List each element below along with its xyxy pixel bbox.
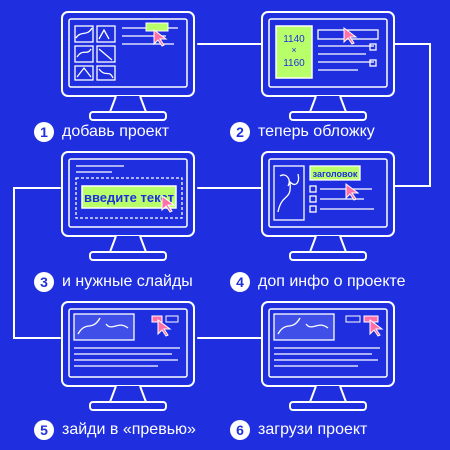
connector-2-4 [391,43,431,187]
step-number-2: 2 [230,122,250,142]
step-label-1: добавь проект [62,123,170,140]
step-4: 4 доп инфо о проекте [230,270,406,294]
cursor-arrow-icon [369,319,384,337]
cursor-arrow-icon [343,27,358,45]
step-2: 2 теперь обложку [230,120,375,144]
cover-height: 1160 [283,58,305,69]
step-label-2: теперь обложку [258,123,375,140]
step-3: 3 и нужные слайды [34,270,193,294]
step-number-3: 3 [34,272,54,292]
monitor-5-icon [61,301,195,411]
step-number-4: 4 [230,272,250,292]
input-placeholder-text: введите текст [84,190,174,205]
cover-size-placeholder [275,25,313,79]
heading-text: заголовок [313,169,358,179]
monitor-2-icon: 1140 × 1160 [261,11,395,121]
heading-highlight [309,165,361,181]
cursor-arrow-icon [157,319,172,337]
step-label-4: доп инфо о проекте [258,273,406,290]
step-number-5: 5 [34,420,54,440]
cover-width: 1140 [283,34,305,45]
step-label-3: и нужные слайды [62,273,193,290]
monitor-1-icon [61,11,195,121]
monitor-6-icon [261,301,395,411]
step-number-6: 6 [230,420,250,440]
step-number-1: 1 [34,122,54,142]
connector-3-5 [13,187,61,339]
step-label-6: загрузи проект [258,421,368,438]
step-label-5: зайди в «превью» [62,421,196,438]
cover-times-sign: × [291,45,296,55]
monitor-3-icon: введите текст [61,151,195,261]
flow-connectors [13,43,431,339]
cursor-arrow-icon [345,183,360,201]
step-1: 1 добавь проект [34,120,169,144]
step-6: 6 загрузи проект [230,418,367,442]
cursor-arrow-icon [161,195,176,213]
cursor-arrow-icon [153,29,168,47]
monitor-4-icon: заголовок [261,151,395,261]
image-placeholder-icon [273,165,305,221]
text-input-highlight [81,185,177,209]
step-5: 5 зайди в «превью» [34,418,196,442]
